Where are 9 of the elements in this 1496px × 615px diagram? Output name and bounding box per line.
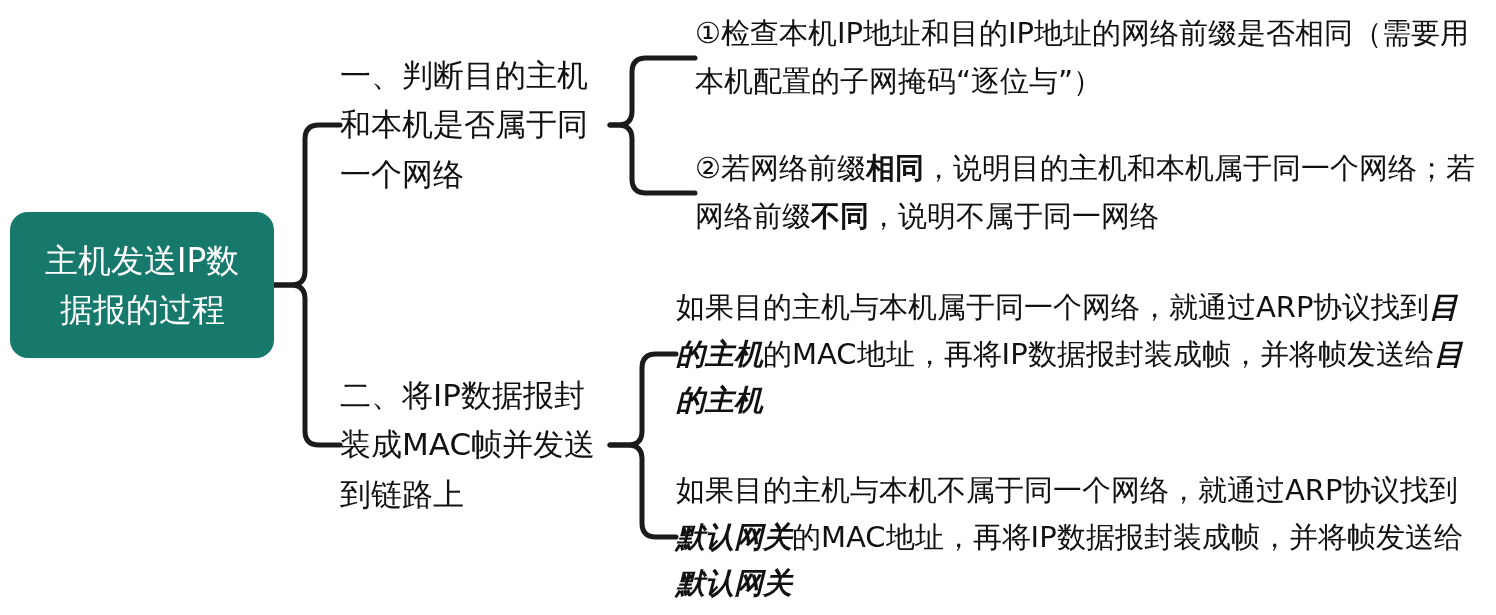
branch-text: 如果目的主机与本机属于同一个网络，就通过ARP协议找到目的主机的MAC地址，再将IP数据报封装成帧，并将帧发送给目的主机: [676, 280, 1466, 428]
topic-box: 主机发送IP数据报的过程: [10, 212, 274, 358]
branch-text: ②若网络前缀相同，说明目的主机和本机属于同一个网络；若网络前缀不同，说明不属于同一网络: [695, 143, 1485, 243]
branch-text: 如果目的主机与本机不属于同一个网络，就通过ARP协议找到默认网关的MAC地址，再将IP数据报封装成帧，并将帧发送给默认网关: [676, 462, 1466, 612]
branch-text: 一、判断目的主机和本机是否属于同一个网络: [340, 50, 610, 200]
branch-text: 二、将IP数据报封装成MAC帧并发送到链路上: [340, 365, 610, 525]
bracket-connector: [607, 122, 698, 196]
bracket-connector: [607, 442, 679, 540]
branch-text: ①检查本机IP地址和目的IP地址的网络前缀是否相同（需要用本机配置的子网掩码“逐位与”）: [695, 8, 1485, 108]
